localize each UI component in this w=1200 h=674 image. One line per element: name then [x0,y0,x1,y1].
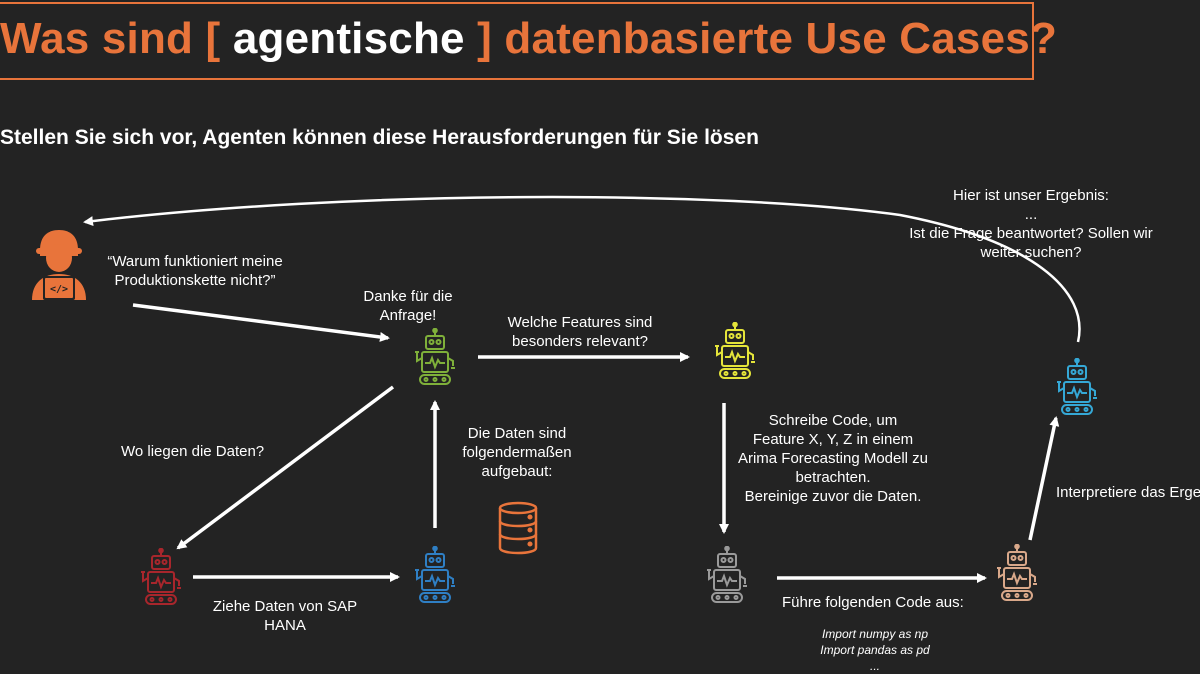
database-icon [498,501,538,555]
title-part-2: agentische [232,14,465,63]
result-label: Hier ist unser Ergebnis: ... Ist die Fra… [909,187,1153,261]
robot-icon [141,547,181,605]
arrow-exec-to-result [1028,416,1060,541]
developer-person-icon: </> [32,230,86,300]
robot-icon [415,327,455,385]
robot-icon [715,321,755,379]
run-code-label: Führe folgenden Code aus: [782,594,964,611]
orchestrator-agent [412,327,458,393]
thanks-label: Danke für die Anfrage! [363,288,453,324]
feature-agent [712,321,758,387]
arrow-orchestrator-to-data [176,385,395,550]
features-label: Welche Features sind besonders relevant? [507,314,653,350]
arrow-result-to-user [83,195,1081,343]
where-data-label: Wo liegen die Daten? [121,443,265,460]
robot-icon [707,545,747,603]
robot-icon [415,545,455,603]
data-structure-label: Die Daten sind folgendermaßen aufgebaut: [462,425,572,480]
result-agent [1054,357,1100,423]
pull-data-label: Ziehe Daten von SAP HANA [212,598,358,634]
user-node: </> [26,226,92,309]
sql-agent [412,545,458,611]
arrow-user-to-orchestrator [132,303,390,342]
robot-icon [1057,357,1097,415]
code-agent [704,545,750,611]
title-frame [0,2,1034,80]
database-node [496,500,540,561]
title-part-3: ] datenbasierte Use Cases? [477,14,1058,63]
page-title: Was sind [ agentische ] datenbasierte Us… [0,14,1057,64]
data-location-agent [138,547,184,613]
svg-text:</>: </> [50,284,68,295]
subtitle: Stellen Sie sich vor, Agenten können die… [0,126,759,149]
execution-agent [994,543,1040,609]
user-question-label: “Warum funktioniert meine Produktionsket… [107,253,283,289]
code-snippet: Import numpy as np Import pandas as pd .… [820,627,930,673]
write-code-label: Schreibe Code, um Feature X, Y, Z in ein… [737,412,929,505]
interpret-label: Interpretiere das Erge [1056,484,1200,501]
robot-icon [997,543,1037,601]
title-part-1: Was sind [ [0,14,221,63]
